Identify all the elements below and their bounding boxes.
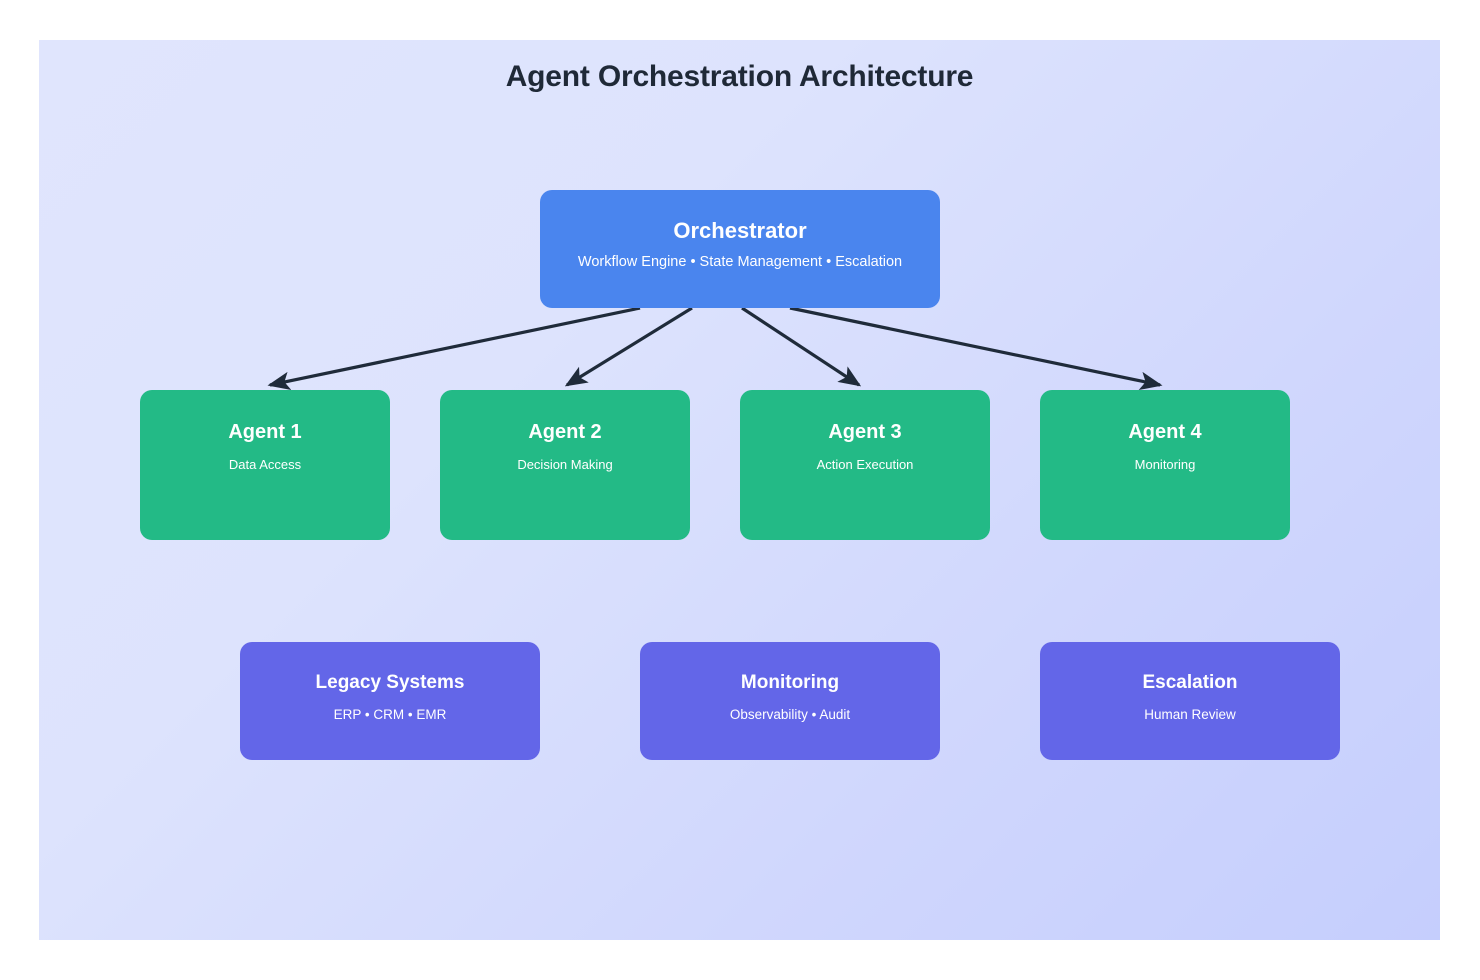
node-agent-2-title: Agent 2 <box>528 421 602 443</box>
node-legacy-systems-subtitle: ERP • CRM • EMR <box>333 707 447 722</box>
node-escalation[interactable]: Escalation Human Review <box>1040 642 1340 760</box>
connector-orchestrator-to-agent-1 <box>267 306 641 391</box>
node-legacy-systems[interactable]: Legacy Systems ERP • CRM • EMR <box>240 642 540 760</box>
node-monitoring-title: Monitoring <box>740 672 840 693</box>
node-agent-4[interactable]: Agent 4 Monitoring <box>1040 390 1290 540</box>
node-agent-3[interactable]: Agent 3 Action Execution <box>740 390 990 540</box>
node-escalation-subtitle: Human Review <box>1144 707 1236 722</box>
node-orchestrator-subtitle: Workflow Engine • State Management • Esc… <box>577 254 903 270</box>
node-escalation-title: Escalation <box>1142 672 1238 693</box>
node-agent-1[interactable]: Agent 1 Data Access <box>140 390 390 540</box>
node-agent-4-title: Agent 4 <box>1128 421 1202 443</box>
node-monitoring-subtitle: Observability • Audit <box>729 707 851 722</box>
node-agent-2-subtitle: Decision Making <box>517 457 613 472</box>
connector-orchestrator-to-agent-4 <box>789 306 1163 391</box>
node-agent-3-subtitle: Action Execution <box>816 457 914 472</box>
node-monitoring[interactable]: Monitoring Observability • Audit <box>640 642 940 760</box>
diagram-canvas: Agent Orchestration Architecture Orchest… <box>39 40 1440 940</box>
node-agent-1-subtitle: Data Access <box>228 457 302 472</box>
node-agent-2[interactable]: Agent 2 Decision Making <box>440 390 690 540</box>
node-legacy-systems-title: Legacy Systems <box>315 672 465 693</box>
node-agent-1-title: Agent 1 <box>228 421 302 443</box>
node-agent-3-title: Agent 3 <box>828 421 902 443</box>
node-agent-4-subtitle: Monitoring <box>1134 457 1196 472</box>
node-orchestrator[interactable]: Orchestrator Workflow Engine • State Man… <box>540 190 940 308</box>
diagram-title: Agent Orchestration Architecture <box>505 60 974 93</box>
connector-orchestrator-to-agent-2 <box>564 306 693 387</box>
connector-orchestrator-to-agent-3 <box>741 306 862 387</box>
node-orchestrator-title: Orchestrator <box>673 218 807 243</box>
